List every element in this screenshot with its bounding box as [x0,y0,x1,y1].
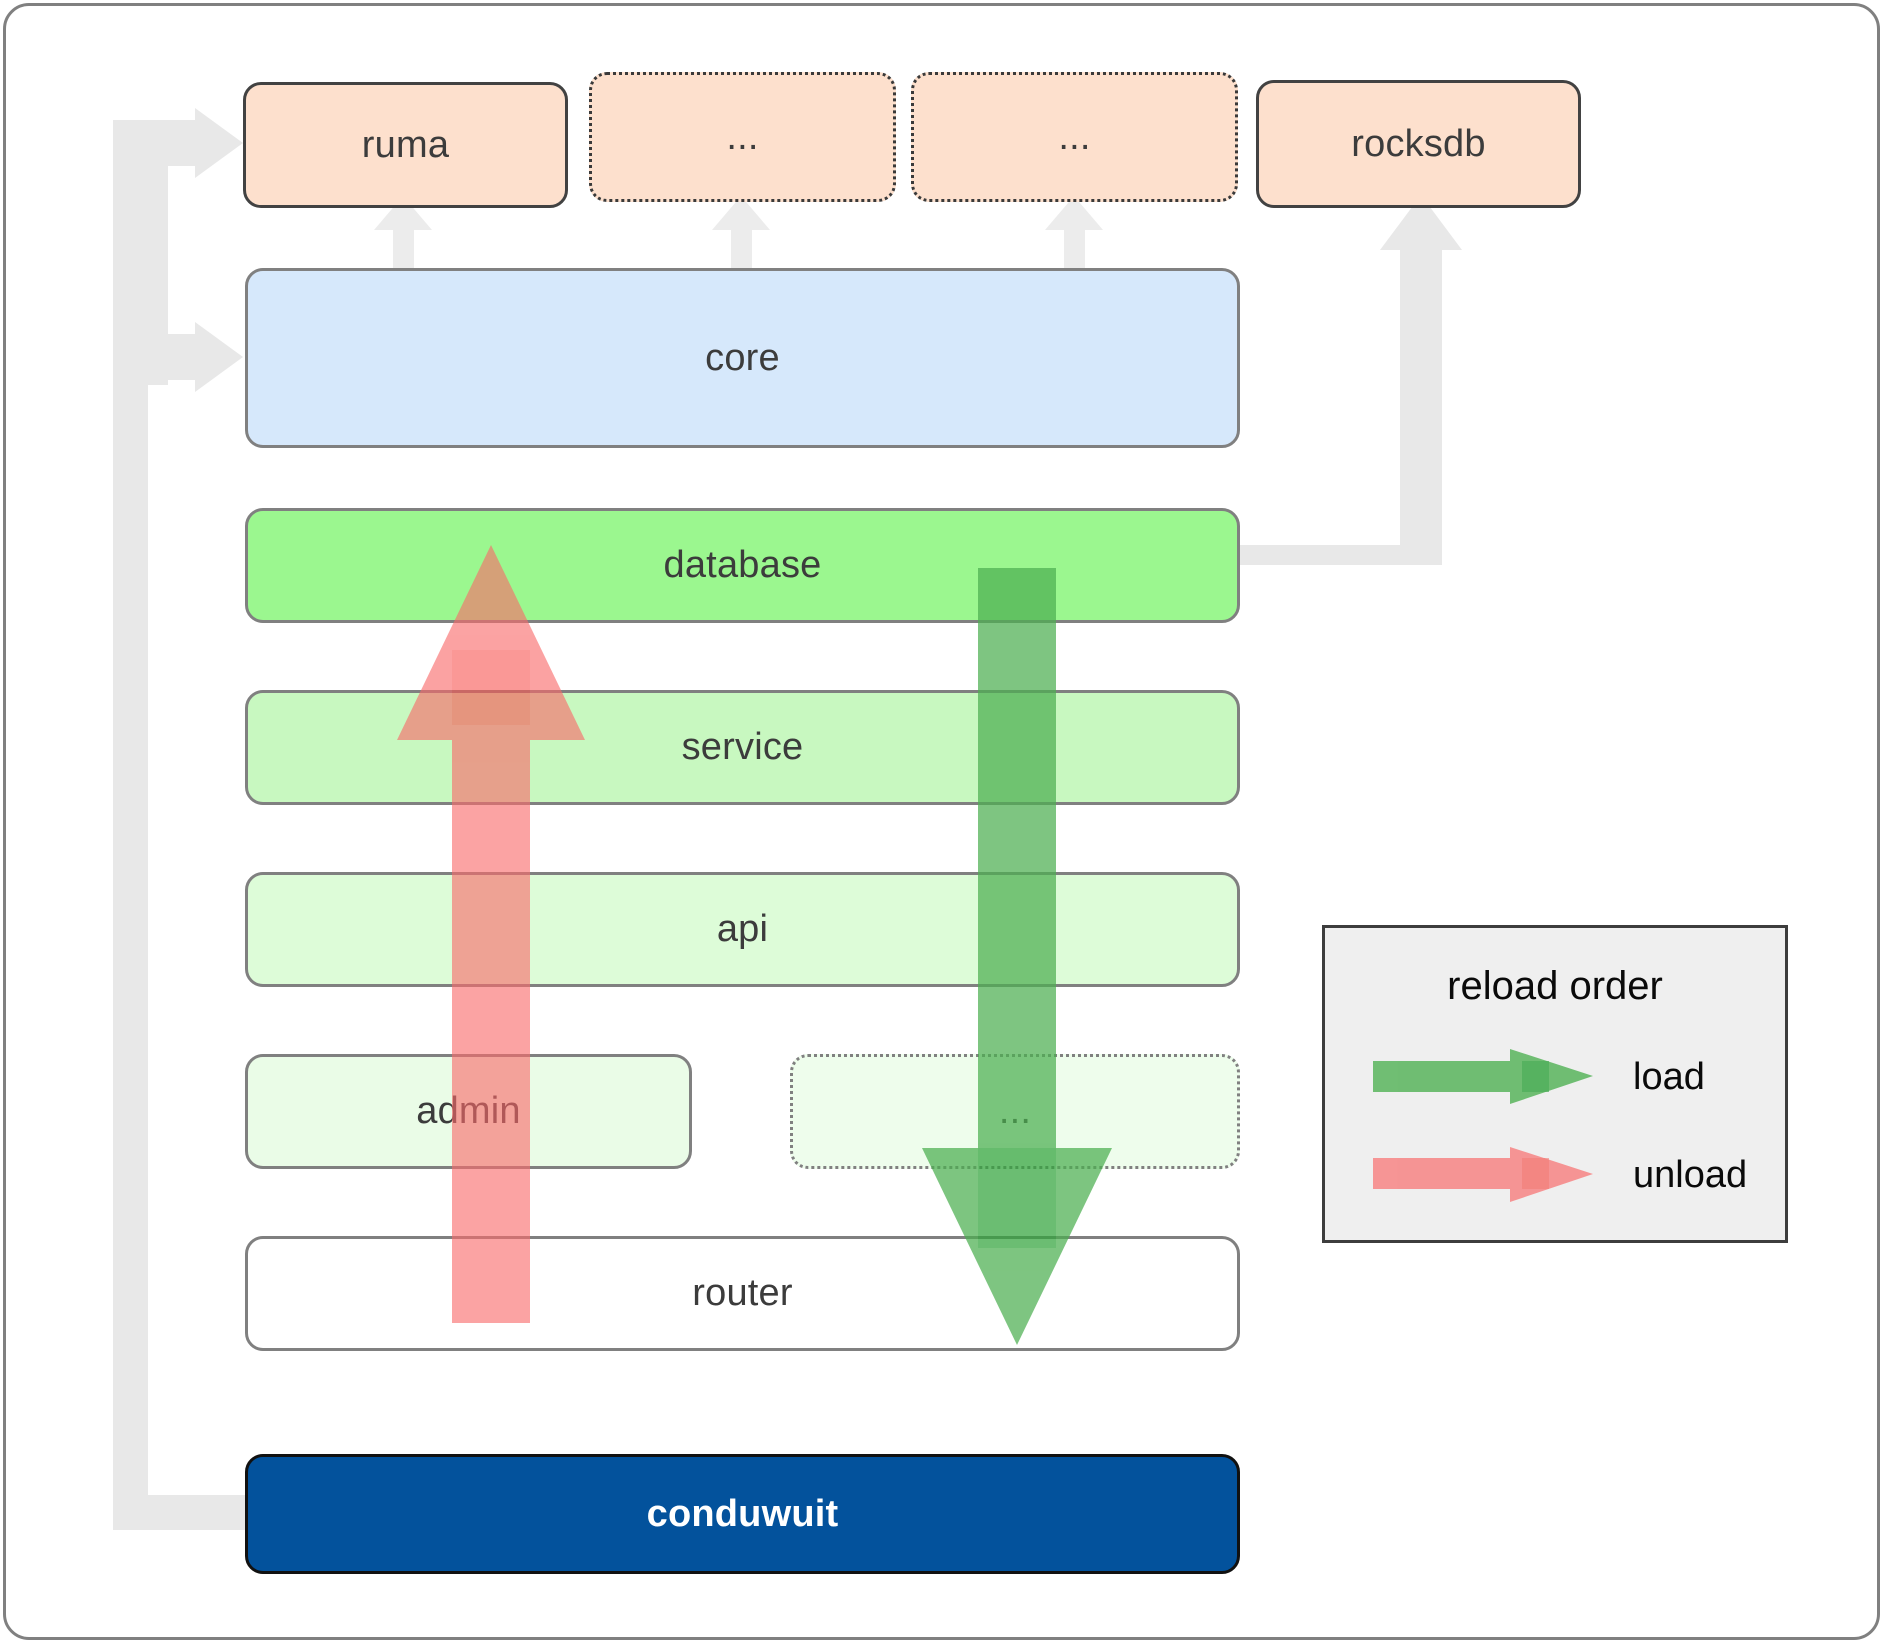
node-api[interactable]: api [245,872,1240,987]
node-core-label: core [705,336,780,379]
node-api-label: api [716,908,769,950]
node-dots-3[interactable]: ... [790,1054,1240,1169]
trunk-inner-path [148,120,168,385]
legend-arrow-svg [1373,1049,1593,1202]
connector-db-to-rocksdb [1240,195,1462,565]
legend-panel: reload order load unload [1322,925,1788,1243]
trunk-outer-path [113,128,245,1530]
arrow-core-to-dots1 [712,196,770,272]
legend-label-unload: unload [1633,1154,1748,1196]
legend-label-load: load [1633,1056,1705,1098]
arrow-core-to-dots2 [1045,196,1103,272]
node-dots-1[interactable]: ... [589,72,896,202]
node-router[interactable]: router [245,1236,1240,1351]
node-service-label: service [681,726,804,768]
node-conduwuit-label: conduwuit [646,1492,839,1535]
connector-to-ruma [113,108,243,178]
node-rocksdb-label: rocksdb [1351,122,1486,165]
node-conduwuit[interactable]: conduwuit [245,1454,1240,1574]
node-dots-2-label: ... [1058,115,1091,158]
node-admin-label: admin [416,1090,521,1132]
right-connector-group [1240,195,1462,565]
legend-unload-arrow [1373,1147,1593,1202]
node-admin[interactable]: admin [245,1054,692,1169]
node-core[interactable]: core [245,268,1240,448]
node-service[interactable]: service [245,690,1240,805]
core-up-arrows [374,196,1103,272]
legend-load-arrow [1373,1049,1593,1104]
legend-title: reload order [1447,964,1663,1008]
node-dots-1-label: ... [726,115,759,158]
left-connector-group [113,108,245,1530]
node-ruma[interactable]: ruma [243,82,568,208]
node-dots-3-label: ... [998,1090,1032,1132]
node-router-label: router [692,1272,793,1314]
node-database-label: database [663,544,822,586]
node-ruma-label: ruma [361,123,450,166]
node-rocksdb[interactable]: rocksdb [1256,80,1581,208]
connector-to-core [148,322,243,392]
node-database[interactable]: database [245,508,1240,623]
arrow-core-to-ruma [374,196,432,272]
node-dots-2[interactable]: ... [911,72,1238,202]
